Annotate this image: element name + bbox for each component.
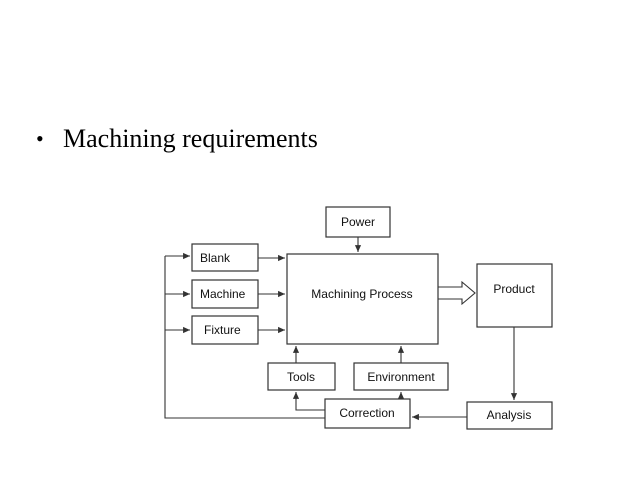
tools-label: Tools <box>287 370 315 384</box>
feedback-loop-line <box>164 256 325 419</box>
product-label: Product <box>493 282 535 296</box>
machining-process-node: Machining Process <box>286 253 439 345</box>
blank-label: Blank <box>200 251 231 265</box>
correction-node: Correction <box>324 398 411 429</box>
power-node: Power <box>325 206 391 238</box>
analysis-label: Analysis <box>487 408 532 422</box>
environment-label: Environment <box>367 370 435 384</box>
bullet-item: • Machining requirements <box>36 124 318 154</box>
analysis-node: Analysis <box>466 401 553 430</box>
blank-node: Blank <box>191 243 259 272</box>
correction-label: Correction <box>339 406 394 420</box>
arrow-correction-to-tools <box>292 392 325 411</box>
power-label: Power <box>341 215 375 229</box>
slide-heading: Machining requirements <box>63 124 318 153</box>
tools-node: Tools <box>267 362 336 391</box>
hollow-arrow-process-to-product <box>438 280 476 306</box>
product-node: Product <box>476 263 553 328</box>
fixture-node: Fixture <box>191 315 259 345</box>
bullet-marker: • <box>36 126 44 151</box>
machining-process-label: Machining Process <box>311 287 412 301</box>
fixture-label: Fixture <box>204 323 241 337</box>
machine-node: Machine <box>191 279 259 309</box>
machine-label: Machine <box>200 287 246 301</box>
environment-node: Environment <box>353 362 449 391</box>
